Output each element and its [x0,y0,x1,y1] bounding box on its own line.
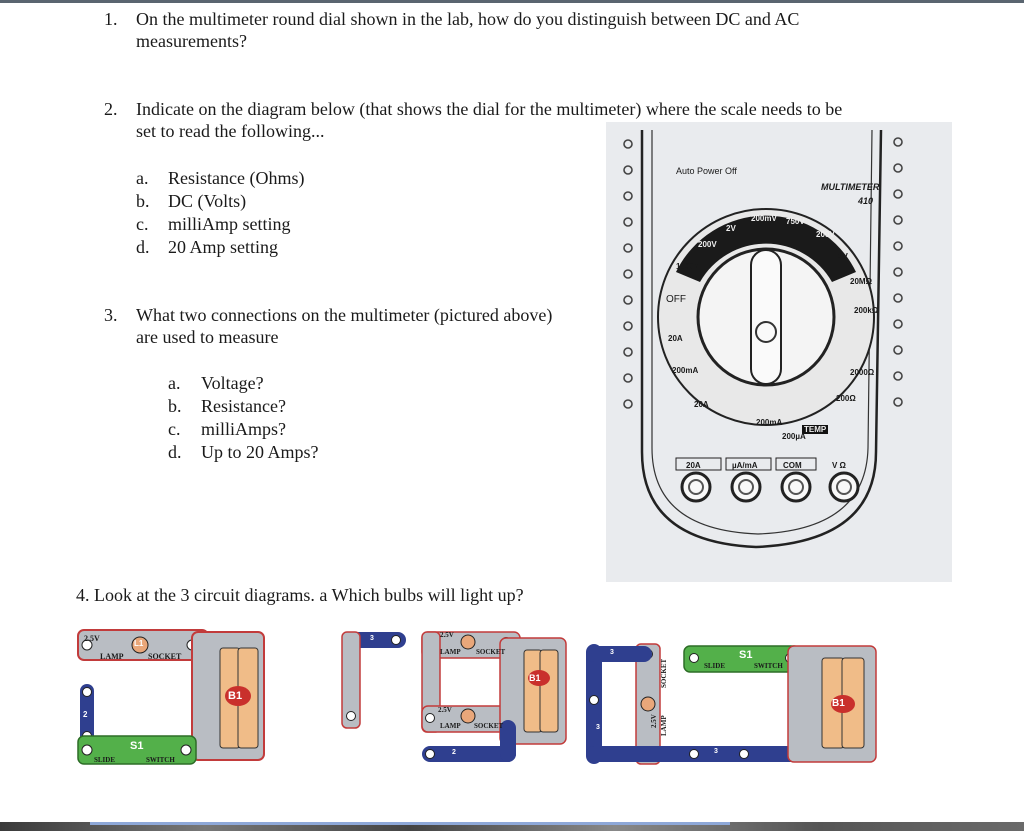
question-2-item-text: Resistance (Ohms) [168,168,305,188]
socket-label: SOCKET [148,652,182,661]
question-3-item-letter: b. [168,396,182,416]
question-3-item-text: Up to 20 Amps? [201,442,319,462]
question-2-item-letter: c. [136,214,149,234]
setting-label: 200V [698,240,717,249]
brand-label: MULTIMETER [821,182,880,192]
slide-label: SLIDE [704,662,726,670]
setting-label: 20A [668,334,683,343]
question-3-item-letter: a. [168,373,181,393]
jack-label-v-ohm: V Ω [832,461,846,470]
question-2-item-letter: b. [136,191,150,211]
setting-label: 20A [694,400,709,409]
setting-label: 200µA [782,432,806,441]
setting-label: 1000V [676,262,700,271]
question-3-item-letter: d. [168,442,182,462]
switch-label: S1 [739,649,753,661]
question-2-item-text: DC (Volts) [168,191,247,211]
question-1-line-2: measurements? [136,31,247,51]
setting-label: TEMP [802,425,829,434]
question-1-line-1: On the multimeter round dial shown in th… [136,9,800,29]
jack-label-20a: 20A [686,461,701,470]
off-label: OFF [666,294,686,305]
circuit-diagram-2: 3 2.5V LAMP SOCKET B1 2.5V LAMP SOCKET 2 [340,628,570,768]
setting-label: 200kΩ [854,306,879,315]
jack-label-ua-ma: µA/mA [732,461,758,470]
wire-label: 3 [370,635,374,642]
setting-label: 20MΩ [850,277,872,286]
lamp-voltage-label: 2.5V [650,714,658,728]
question-2-item-text: 20 Amp setting [168,237,279,257]
setting-label: 2V [838,252,848,261]
wire-label: 3 [714,748,718,755]
question-3-line-2: are used to measure [136,327,279,347]
auto-power-label: Auto Power Off [676,166,737,176]
question-3-number: 3. [104,305,118,325]
socket-label: SOCKET [660,658,668,688]
setting-label: 750V [786,217,805,226]
wire-label: 2 [452,749,456,756]
switch-label: S1 [130,740,144,752]
window-bottom-border [0,822,1024,831]
setting-label: 200V [816,230,835,239]
socket-label: SOCKET [474,722,504,730]
lamp-label: LAMP [660,715,668,736]
wire-label: 3 [610,649,614,656]
question-3-item-text: Resistance? [201,396,286,416]
question-2-number: 2. [104,99,118,119]
battery-label: B1 [832,698,845,709]
question-3-item-letter: c. [168,419,181,439]
question-2-line-2: set to read the following... [136,121,325,141]
wire-label: 3 [596,724,600,731]
circuit-diagram-3: 3 3 3 2.5V LAMP SOCKET S1 SLIDE SWITCH B… [584,640,884,768]
battery-label: B1 [228,690,243,702]
model-label: 410 [858,196,874,206]
setting-label: 200mA [672,366,699,375]
socket-label: SOCKET [476,648,506,656]
question-3-item-text: Voltage? [201,373,264,393]
question-4-text: 4. Look at the 3 circuit diagrams. a Whi… [76,585,524,605]
switch-word-label: SWITCH [146,756,175,764]
question-2-item-text: milliAmp setting [168,214,291,234]
setting-label: 200mA [756,418,783,427]
question-2-line-1: Indicate on the diagram below (that show… [136,99,843,119]
wire-label: 2 [83,710,88,719]
question-3-item-text: milliAmps? [201,419,286,439]
setting-label: 2000Ω [850,368,875,377]
setting-label: 200mV [751,214,777,223]
slide-label: SLIDE [94,756,116,764]
lamp-label: LAMP [440,722,461,730]
setting-label: 2V [726,224,736,233]
setting-label: 200Ω [836,394,856,403]
lamp-voltage-label: 2.5V [438,706,452,714]
bulb-label: L1 [134,639,144,648]
circuit-diagram-1: 2.5V LAMP SOCKET L1 B1 2 S1 SLIDE SWITCH [72,626,272,768]
question-3-line-1: What two connections on the multimeter (… [136,305,553,325]
switch-word-label: SWITCH [754,662,783,670]
question-2-item-letter: d. [136,237,150,257]
lamp-voltage-label: 2.5V [440,631,454,639]
lamp-voltage-label: 2.5V [84,634,100,643]
lamp-label: LAMP [440,648,461,656]
multimeter-photo: Auto Power Off MULTIMETER 410 OFF 1000V … [606,122,952,582]
question-1-number: 1. [104,9,118,29]
question-2-item-letter: a. [136,168,149,188]
window-top-border [0,0,1024,3]
jack-label-com: COM [783,461,802,470]
lamp-label: LAMP [100,652,124,661]
battery-label: B1 [529,673,541,683]
